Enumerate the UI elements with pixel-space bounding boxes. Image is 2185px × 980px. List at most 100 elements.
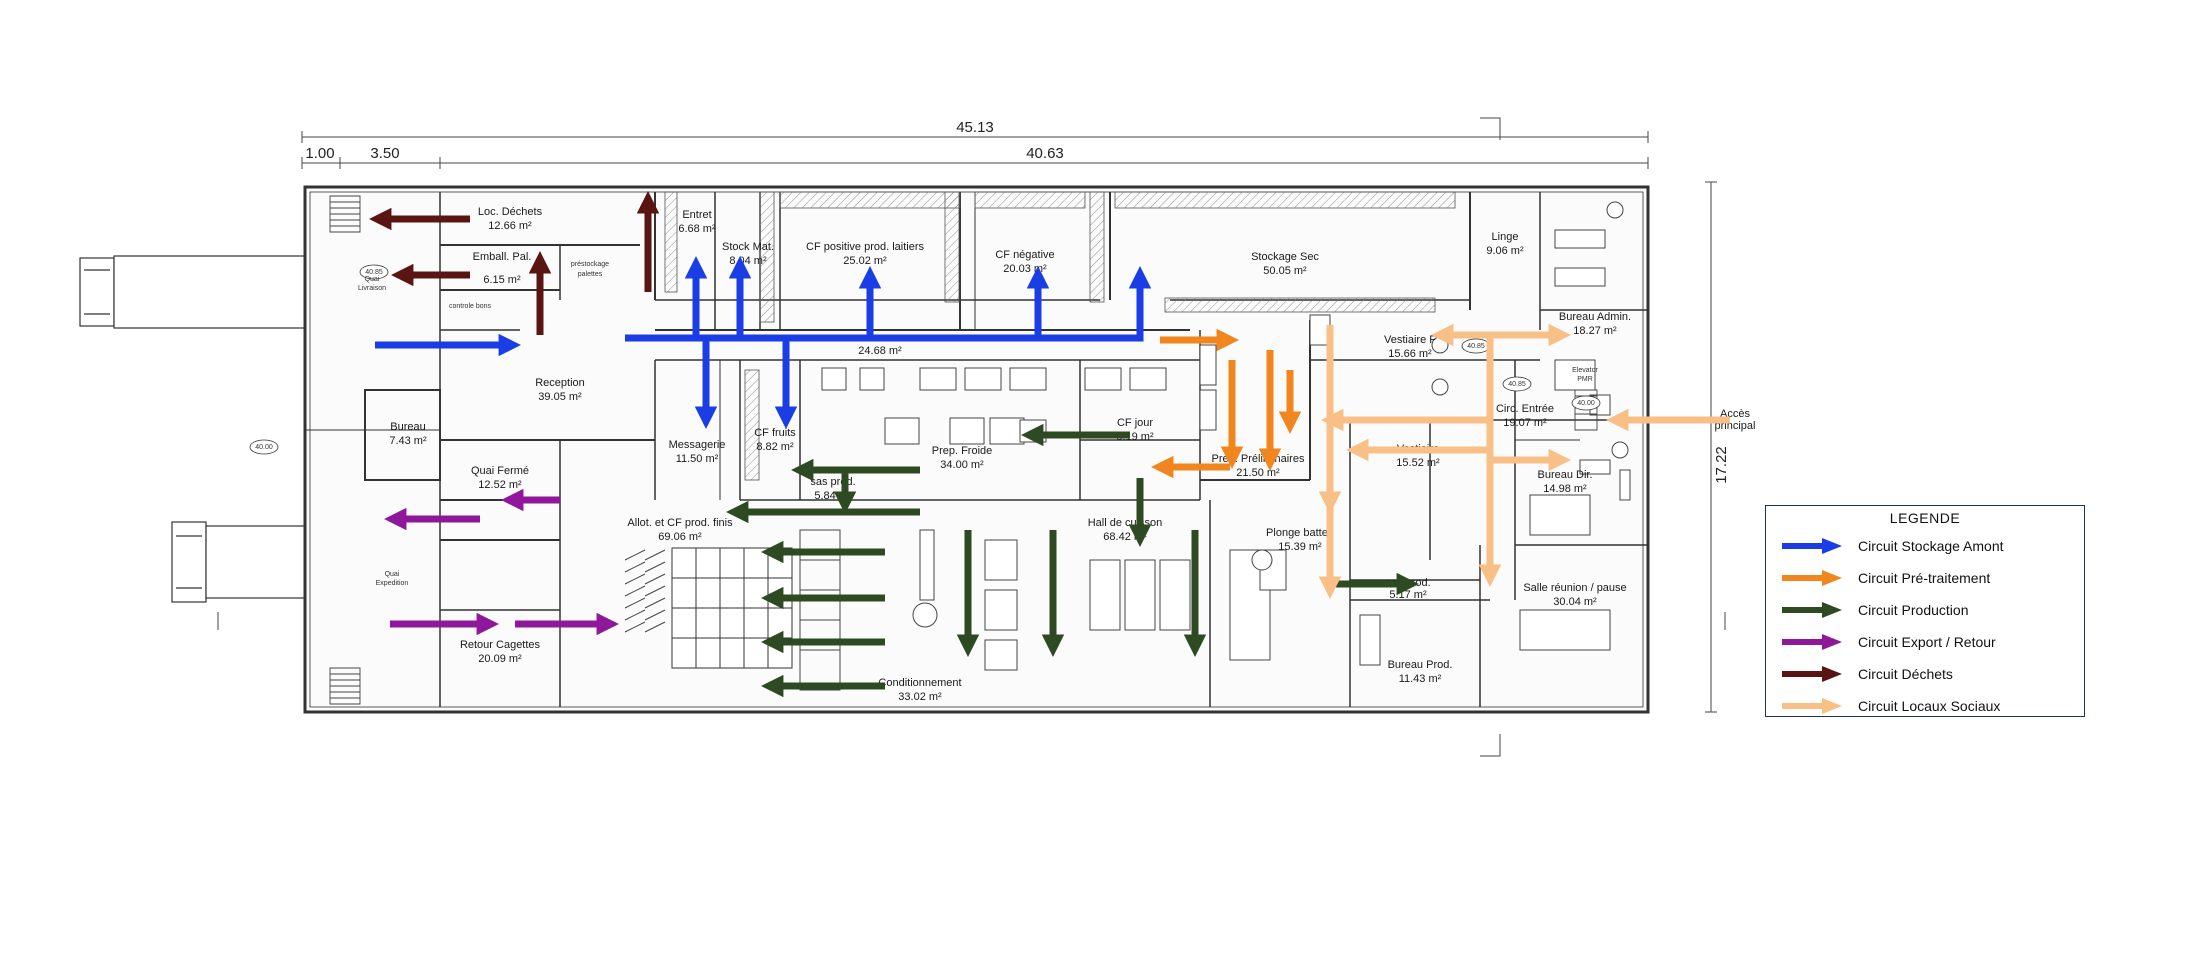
room-controle-bons: controle bons	[449, 303, 492, 310]
room-loc-dechets-area: 12.66 m²	[488, 220, 532, 232]
room-circ-entree-area: 19.07 m²	[1503, 417, 1547, 429]
room-cf-negative-area: 20.03 m²	[1003, 263, 1047, 275]
legend-title: LEGENDE	[1889, 510, 1961, 526]
room-cf-fruits-area: 8.82 m²	[756, 441, 794, 453]
shelving	[664, 191, 1456, 481]
room-bureau-prod-area: 11.43 m²	[1399, 673, 1442, 685]
room-linge-area: 9.06 m²	[1486, 245, 1524, 257]
trolleys	[624, 529, 841, 691]
dimension-lines	[217, 117, 1726, 757]
room-stockage-sec: Stockage Sec	[1251, 251, 1319, 263]
room-cf-jour: CF jour	[1117, 417, 1153, 429]
room-entret-area: 6.68 m²	[678, 223, 716, 235]
room-vestiaire-f: Vestiaire F	[1384, 334, 1436, 346]
flow-export-retour	[384, 488, 619, 636]
flow-production	[726, 423, 1419, 698]
label-elevator-2: PMR	[1577, 376, 1593, 383]
dim-total-width: 45.13	[956, 119, 994, 136]
flow-dechets	[369, 191, 660, 335]
legend: LEGENDE Circuit Stockage Amont Circuit P…	[1765, 505, 2085, 717]
room-emball-pal-area: 6.15 m²	[483, 274, 521, 286]
room-conditionnement-area: 33.02 m²	[898, 691, 942, 703]
room-plonge-area: 15.39 m²	[1278, 541, 1322, 553]
room-quai-ferme: Quai Fermé	[471, 465, 529, 477]
room-cf-negative: CF négative	[995, 249, 1054, 261]
room-allot: Allot. et CF prod. finis	[627, 517, 733, 529]
dim-inner-width: 40.63	[1026, 145, 1064, 162]
room-retour-cagettes-area: 20.09 m²	[478, 653, 522, 665]
room-allot-area: 69.06 m²	[658, 531, 702, 543]
room-vestiaire-f-area: 15.66 m²	[1388, 348, 1432, 360]
rack-grid	[671, 547, 793, 669]
room-stockage-sec-area: 50.05 m²	[1263, 265, 1307, 277]
legend-arrow-pretraitement	[1782, 570, 1842, 586]
legend-arrow-sociaux	[1782, 698, 1842, 714]
level-markers	[249, 264, 1601, 455]
room-bureau: Bureau	[390, 421, 425, 433]
room-retour-cagettes: Retour Cagettes	[460, 639, 541, 651]
room-loc-dechets: Loc. Déchets	[478, 206, 543, 218]
room-quai-livraison-2: Livraison	[358, 285, 386, 292]
room-salle-reunion: Salle réunion / pause	[1523, 582, 1626, 594]
room-circulation-area: 24.68 m²	[858, 345, 902, 357]
room-labels: Loc. Déchets 12.66 m² Emball. Pal. 6.15 …	[358, 206, 1755, 703]
room-cf-laitiers: CF positive prod. laitiers	[806, 241, 924, 253]
flow-locaux-sociaux	[1318, 323, 1730, 599]
dim-left-wide: 3.50	[370, 145, 399, 162]
room-quai-livraison: Quai	[365, 276, 380, 283]
flow-pretraitement	[1151, 328, 1302, 479]
room-prep-froide: Prep. Froide	[932, 445, 993, 457]
room-hall-cuisson: Hall de cuisson	[1088, 517, 1163, 529]
flow-stockage-amont	[375, 256, 1152, 429]
room-entret: Entret	[682, 209, 711, 221]
room-emball-pal: Emball. Pal.	[473, 251, 532, 263]
room-sas-prod: sas prod.	[810, 476, 855, 488]
dim-left-small: 1.00	[305, 145, 334, 162]
level-offices: 40.85	[1467, 343, 1485, 350]
room-plonge: Plonge batter.	[1266, 527, 1334, 539]
legend-arrow-export	[1782, 634, 1842, 650]
room-messagerie-area: 11.50 m²	[676, 453, 719, 465]
level-circulation: 40.85	[1508, 381, 1526, 388]
room-quai-ferme-area: 12.52 m²	[478, 479, 522, 491]
room-prep-froide-area: 34.00 m²	[940, 459, 984, 471]
room-bureau-admin-area: 18.27 m²	[1573, 325, 1617, 337]
room-quai-expedition: Quai	[385, 571, 400, 578]
room-sas-prod-2-area: 5.17 m²	[1389, 589, 1427, 601]
room-salle-reunion-area: 30.04 m²	[1553, 596, 1597, 608]
room-bureau-area: 7.43 m²	[389, 435, 427, 447]
legend-arrow-dechets	[1782, 666, 1842, 682]
label-elevator: Elevator	[1572, 367, 1598, 374]
truck-delivery	[79, 255, 331, 329]
legend-item-stockage-amont: Circuit Stockage Amont	[1780, 536, 2004, 556]
room-bureau-dir: Bureau Dir.	[1537, 469, 1592, 481]
room-linge: Linge	[1492, 231, 1519, 243]
room-stock-mat: Stock Mat.	[722, 241, 774, 253]
room-vestiaire-h-area: 15.52 m²	[1396, 457, 1440, 469]
level-entrance: 40.00	[1577, 400, 1595, 407]
room-cf-laitiers-area: 25.02 m²	[843, 255, 887, 267]
room-messagerie: Messagerie	[669, 439, 726, 451]
legend-item-export-retour: Circuit Export / Retour	[1780, 632, 1996, 652]
kitchen-equipment	[821, 344, 1287, 671]
room-circ-entree: Circ. Entrée	[1496, 403, 1554, 415]
room-quai-expedition-2: Expedition	[376, 580, 409, 587]
legend-item-pretraitement: Circuit Pré-traitement	[1780, 568, 1990, 588]
room-prep-preliminaires-area: 21.50 m²	[1236, 467, 1280, 479]
level-yard: 40.00	[255, 444, 273, 451]
room-conditionnement: Conditionnement	[878, 677, 961, 689]
room-reception: Reception	[535, 377, 585, 389]
room-bureau-prod: Bureau Prod.	[1388, 659, 1453, 671]
room-stock-mat-area: 8.04 m²	[729, 255, 767, 267]
room-prestockage-2: palettes	[578, 271, 603, 278]
room-bureau-dir-area: 14.98 m²	[1543, 483, 1587, 495]
room-bureau-admin: Bureau Admin.	[1559, 311, 1631, 323]
room-cf-fruits: CF fruits	[754, 427, 796, 439]
legend-item-production: Circuit Production	[1780, 600, 1969, 620]
room-reception-area: 39.05 m²	[538, 391, 582, 403]
level-dock-delivery: 40.85	[365, 269, 383, 276]
legend-item-locaux-sociaux: Circuit Locaux Sociaux	[1780, 696, 2000, 716]
room-prep-preliminaires: Prep. Préliminaires	[1212, 453, 1305, 465]
legend-arrow-stockage	[1782, 538, 1842, 554]
